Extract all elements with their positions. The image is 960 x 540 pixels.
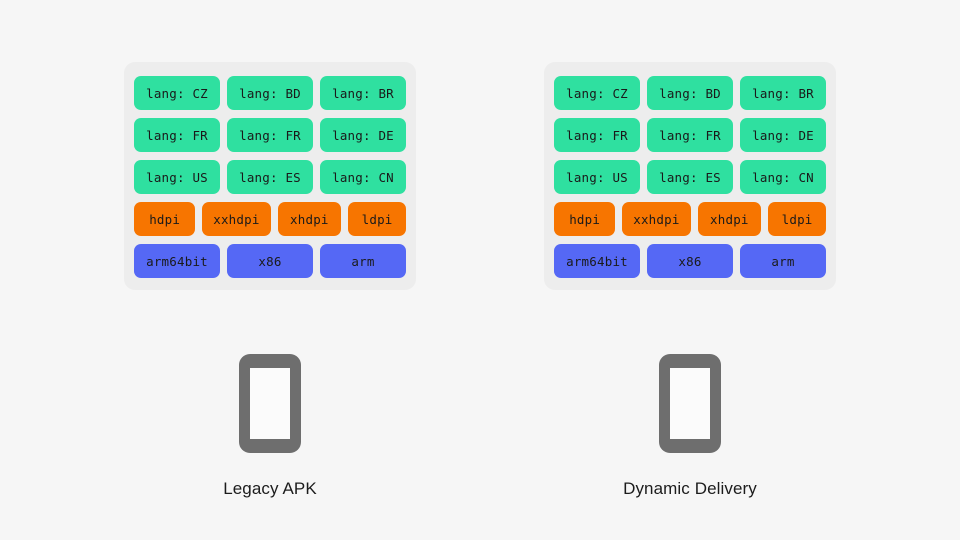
tile-density: xhdpi — [277, 202, 342, 236]
smartphone-icon — [658, 354, 721, 453]
device-label: Dynamic Delivery — [623, 479, 757, 498]
smartphone-icon — [239, 354, 301, 453]
tile-lang: lang: CZ — [554, 76, 640, 110]
bundle-panel-dynamic-delivery: lang: CZ lang: BD lang: BR lang: FR lang… — [544, 62, 836, 290]
tile-abi: x86 — [227, 244, 313, 278]
device-label: Legacy APK — [223, 479, 317, 498]
tile-lang: lang: BR — [320, 76, 406, 110]
device-dynamic-delivery: Dynamic Delivery — [623, 354, 757, 499]
tile-lang: lang: FR — [647, 118, 733, 152]
tile-density: xxhdpi — [202, 202, 271, 236]
tile-row-language-1: lang: CZ lang: BD lang: BR — [554, 76, 826, 110]
tile-abi: arm64bit — [134, 244, 220, 278]
tile-lang: lang: US — [134, 160, 220, 194]
tile-lang: lang: CN — [740, 160, 826, 194]
tile-lang: lang: DE — [320, 118, 406, 152]
tile-lang: lang: US — [554, 160, 640, 194]
tile-abi: arm — [740, 244, 826, 278]
smartphone-screen — [669, 368, 710, 439]
bundle-panel-legacy-apk: lang: CZ lang: BD lang: BR lang: FR lang… — [124, 62, 416, 290]
tile-row-language-2: lang: FR lang: FR lang: DE — [134, 118, 406, 152]
tile-abi: arm64bit — [554, 244, 640, 278]
tile-row-density: hdpi xxhdpi xhdpi ldpi — [554, 202, 826, 236]
smartphone-screen — [250, 368, 290, 439]
column-legacy-apk: lang: CZ lang: BD lang: BR lang: FR lang… — [124, 62, 416, 540]
column-dynamic-delivery: lang: CZ lang: BD lang: BR lang: FR lang… — [544, 62, 836, 540]
tile-row-abi: arm64bit x86 arm — [554, 244, 826, 278]
device-legacy-apk: Legacy APK — [223, 354, 317, 499]
tile-row-language-3: lang: US lang: ES lang: CN — [134, 160, 406, 194]
tile-row-language-3: lang: US lang: ES lang: CN — [554, 160, 826, 194]
tile-density: ldpi — [768, 202, 826, 236]
tile-density: ldpi — [348, 202, 406, 236]
tile-lang: lang: DE — [740, 118, 826, 152]
tile-lang: lang: ES — [227, 160, 313, 194]
tile-lang: lang: BD — [647, 76, 733, 110]
tile-row-density: hdpi xxhdpi xhdpi ldpi — [134, 202, 406, 236]
tile-abi: x86 — [647, 244, 733, 278]
tile-lang: lang: CN — [320, 160, 406, 194]
tile-row-language-2: lang: FR lang: FR lang: DE — [554, 118, 826, 152]
tile-row-abi: arm64bit x86 arm — [134, 244, 406, 278]
tile-lang: lang: ES — [647, 160, 733, 194]
tile-abi: arm — [320, 244, 406, 278]
tile-density: xhdpi — [697, 202, 762, 236]
tile-lang: lang: BR — [740, 76, 826, 110]
tile-lang: lang: FR — [134, 118, 220, 152]
tile-density: hdpi — [554, 202, 616, 236]
tile-density: hdpi — [134, 202, 196, 236]
tile-row-language-1: lang: CZ lang: BD lang: BR — [134, 76, 406, 110]
tile-lang: lang: BD — [227, 76, 313, 110]
tile-density: xxhdpi — [622, 202, 691, 236]
tile-lang: lang: FR — [227, 118, 313, 152]
tile-lang: lang: FR — [554, 118, 640, 152]
tile-lang: lang: CZ — [134, 76, 220, 110]
